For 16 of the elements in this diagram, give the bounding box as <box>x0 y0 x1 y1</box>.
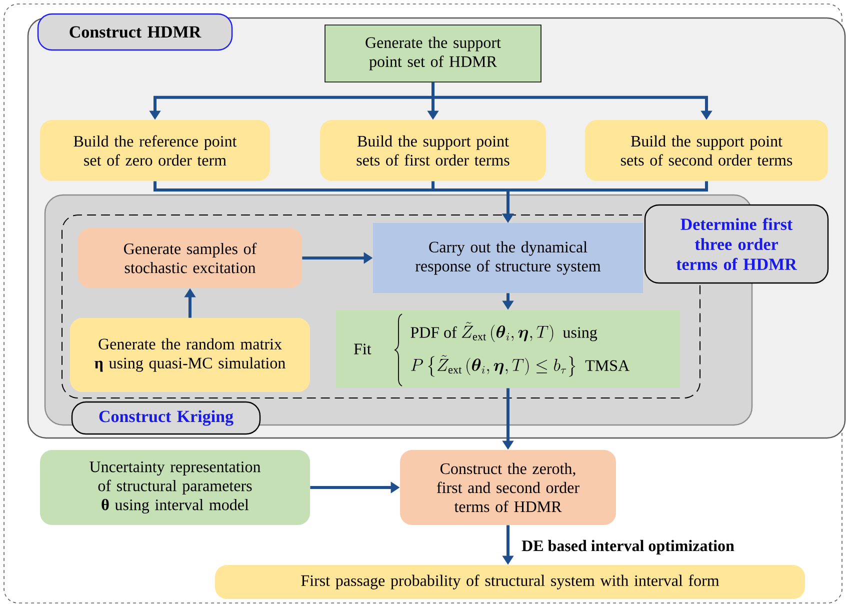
process-box: Build the reference point set of zero order term <box>40 120 270 181</box>
process-box: Generate the support point set of HDMR <box>324 24 542 82</box>
process-box: Build the support point sets of second order terms <box>585 120 828 181</box>
process-box: Generate samples of stochastic excitation <box>78 228 302 288</box>
process-box: Uncertainty representation of structural parameters θ using interval model <box>40 450 310 525</box>
dashed-region <box>62 204 829 398</box>
process-box: Generate the random matrix η using quasi-MC simulation <box>70 318 310 392</box>
process-box: First passage probability of structural system with interval form <box>215 565 805 599</box>
process-box: Fit PDF of $\tilde{Z}_{\mathrm{ext}}\left(\boldsymbol{\theta}_i,\boldsymbol{\eta},T\right)$ using $P\left\{\tilde{Z}_{\mathrm{ext}}\left(\boldsymbol{\theta}_i,\boldsymbol{\eta},T\right)\le b_\tau\right\}$ TMSA <box>336 310 680 388</box>
process-box: Carry out the dynamical response of structure system <box>373 223 643 293</box>
edge-label: DE based interval optimization <box>522 540 734 554</box>
process-box: Construct the zeroth, first and second order terms of HDMR <box>400 450 616 525</box>
heading-tab: Determine first three order terms of HDMR <box>644 204 829 284</box>
heading-tab: Construct Kriging <box>71 401 261 435</box>
process-box: Build the support point sets of first order terms <box>320 120 546 181</box>
heading-tab: Construct HDMR <box>37 13 233 51</box>
